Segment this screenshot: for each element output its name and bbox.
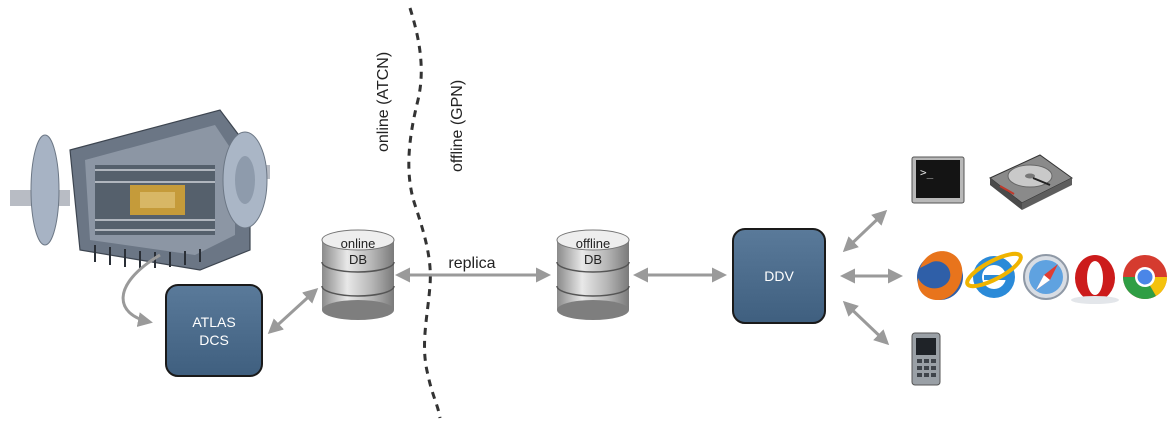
terminal-prompt: >_ <box>920 166 934 179</box>
hard-disk-icon <box>989 154 1073 210</box>
firefox-icon <box>917 251 963 300</box>
online-db-icon: online DB <box>321 229 395 320</box>
terminal-icon: >_ <box>911 156 965 204</box>
online-db-label-line1: online <box>341 236 376 251</box>
atlas-dcs-label-line2: DCS <box>199 332 229 348</box>
network-boundary-line <box>407 7 442 419</box>
atlas-dcs-box: ATLAS DCS <box>165 284 263 377</box>
dcs-online-db-arrow <box>267 287 319 335</box>
ddv-label: DDV <box>764 268 794 284</box>
offline-db-label-line2: DB <box>584 252 602 267</box>
ddv-terminal-arrow <box>842 209 888 253</box>
mobile-phone-icon <box>911 332 941 386</box>
internet-explorer-icon <box>965 251 1023 298</box>
safari-icon <box>1023 254 1069 300</box>
opera-icon <box>1071 255 1119 304</box>
offline-db-label-line1: offline <box>576 236 610 251</box>
offline-db-icon: offline DB <box>556 229 630 320</box>
ddv-mobile-arrow <box>842 300 890 346</box>
detector-to-dcs-arrow <box>121 253 161 327</box>
chrome-icon <box>1123 255 1167 299</box>
atlas-detector-image <box>10 109 270 271</box>
replica-label: replica <box>448 255 495 272</box>
online-db-label-line2: DB <box>349 252 367 267</box>
offline-network-label: offline (GPN) <box>449 80 466 172</box>
ddv-box: DDV <box>732 228 826 324</box>
atlas-dcs-label-line1: ATLAS <box>192 314 235 330</box>
online-network-label: online (ATCN) <box>375 52 392 152</box>
